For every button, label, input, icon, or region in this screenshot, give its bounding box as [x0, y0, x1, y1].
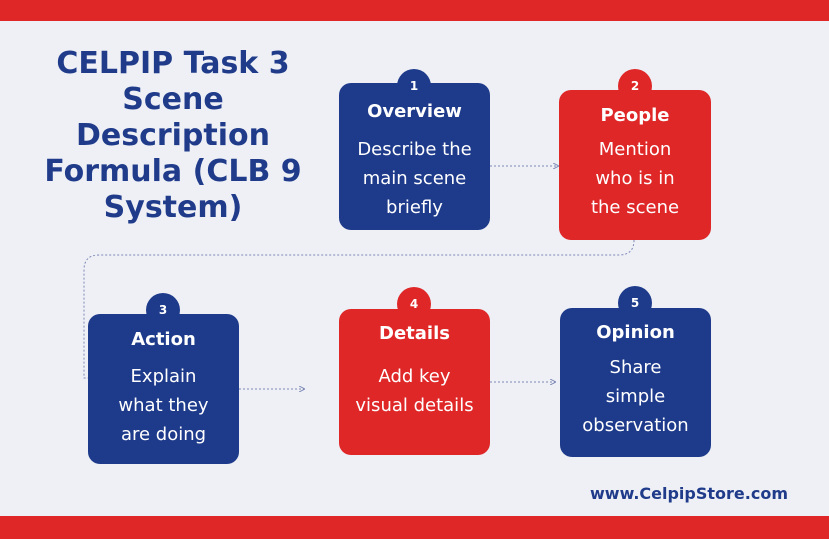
desc-line: Mention [598, 139, 672, 160]
step-heading: Action [131, 329, 196, 350]
title-line: Formula (CLB 9 [44, 154, 302, 189]
step-description: Share simple observation [564, 353, 707, 440]
step-description: Add key visual details [343, 362, 486, 420]
desc-line: Share [609, 357, 662, 378]
title-line: System) [103, 190, 243, 225]
step-number-badge: 2 [618, 69, 652, 103]
connector-2-3 [83, 239, 635, 379]
step-card-people: People Mention who is in the scene [559, 90, 711, 240]
desc-line: Add key [378, 366, 451, 387]
step-number-badge: 5 [618, 286, 652, 320]
desc-line: who is in [595, 168, 675, 189]
desc-line: briefly [386, 197, 443, 218]
step-card-overview: Overview Describe the main scene briefly [339, 83, 490, 230]
top-red-band [0, 0, 829, 21]
step-number-badge: 3 [146, 293, 180, 327]
desc-line: Describe the [357, 139, 472, 160]
step-heading: Overview [367, 101, 462, 122]
step-card-details: Details Add key visual details [339, 309, 490, 455]
desc-line: Explain [130, 366, 197, 387]
title-line: CELPIP Task 3 [56, 46, 290, 81]
step-description: Explain what they are doing [92, 362, 235, 449]
title-line: Scene [122, 82, 224, 117]
website-link[interactable]: www.CelpipStore.com [590, 484, 788, 503]
step-heading: Details [379, 323, 450, 344]
step-card-action: Action Explain what they are doing [88, 314, 239, 464]
desc-line: are doing [120, 424, 207, 445]
step-heading: Opinion [596, 322, 675, 343]
diagram-title: CELPIP Task 3 Scene Description Formula … [28, 46, 318, 226]
desc-line: the scene [590, 197, 680, 218]
title-line: Description [75, 118, 271, 153]
step-heading: People [600, 105, 670, 126]
desc-line: what they [118, 395, 209, 416]
step-number-badge: 4 [397, 287, 431, 321]
step-card-opinion: Opinion Share simple observation [560, 308, 711, 457]
desc-line: visual details [355, 395, 474, 416]
step-description: Mention who is in the scene [563, 135, 707, 222]
step-number-badge: 1 [397, 69, 431, 103]
desc-line: observation [582, 415, 689, 436]
desc-line: simple [605, 386, 666, 407]
step-description: Describe the main scene briefly [343, 135, 486, 222]
bottom-red-band [0, 516, 829, 539]
desc-line: main scene [362, 168, 467, 189]
